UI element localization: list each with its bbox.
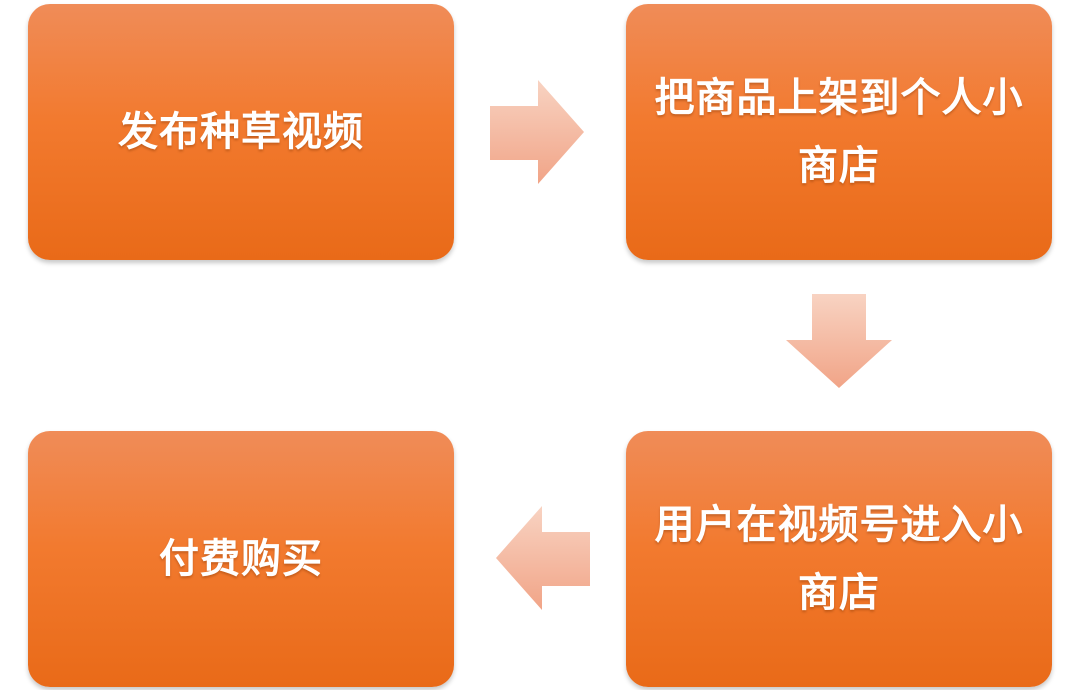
arrow-down-icon: [786, 294, 892, 388]
step-box-publish-video: 发布种草视频: [28, 4, 454, 260]
step-box-list-product: 把商品上架到个人小商店: [626, 4, 1052, 260]
step-label: 把商品上架到个人小商店: [654, 75, 1024, 189]
arrow-left-icon: [496, 506, 590, 610]
arrow-right-icon: [490, 80, 584, 184]
step-box-purchase: 付费购买: [28, 431, 454, 687]
step-box-user-enter-store: 用户在视频号进入小商店: [626, 431, 1052, 687]
step-label: 付费购买: [159, 536, 323, 582]
step-label: 发布种草视频: [118, 109, 364, 155]
step-label: 用户在视频号进入小商店: [654, 502, 1024, 616]
